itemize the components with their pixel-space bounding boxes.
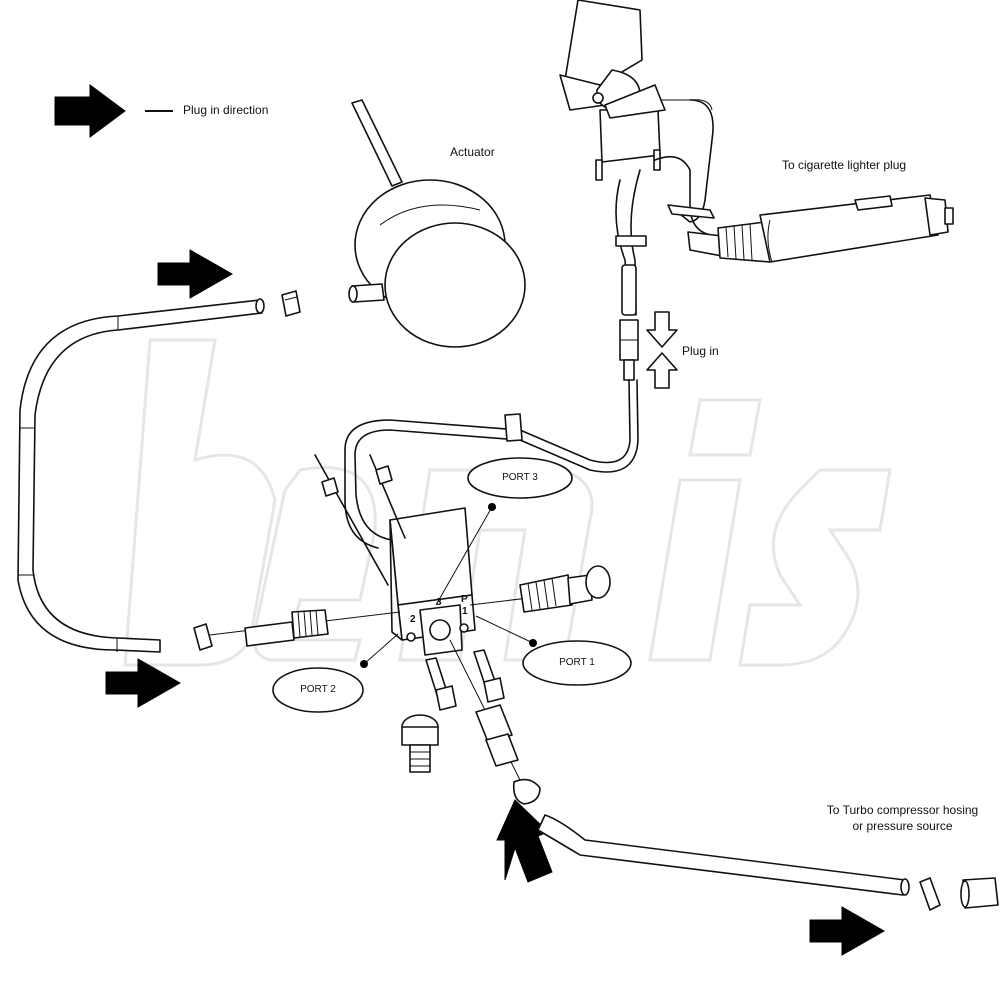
port3-label: PORT 3 xyxy=(502,472,538,483)
wire-switch-to-plug-a xyxy=(674,99,714,223)
block-number-3: 3 xyxy=(436,597,442,608)
cigarette-lighter-label: To cigarette lighter plug xyxy=(782,158,907,172)
turbo-label-line1: To Turbo compressor hosing xyxy=(826,803,979,817)
port1-callout-oval xyxy=(522,640,632,686)
valve-wire-left xyxy=(314,454,389,586)
plug-in-connector xyxy=(619,319,639,381)
valve-wire-right xyxy=(369,454,406,539)
turbo-fitting xyxy=(960,877,999,909)
actuator xyxy=(348,99,526,348)
port3-leader-dot xyxy=(488,503,496,511)
plug-arrow-turbo-icon xyxy=(809,906,886,956)
hose-u-shape xyxy=(17,298,265,653)
wire-terminal-left xyxy=(321,477,339,497)
block-number-1: 1 xyxy=(462,606,468,617)
cigarette-lighter-plug xyxy=(687,194,954,263)
actuator-label: Actuator xyxy=(450,145,495,159)
port1-fitting xyxy=(519,565,611,613)
hose-connector-top xyxy=(281,290,301,317)
wire-break-mark-lower xyxy=(504,413,523,442)
wire-terminal-right xyxy=(375,465,393,485)
wire-break-mark xyxy=(615,235,647,247)
bolt-loose xyxy=(401,714,439,773)
port3-leader-line xyxy=(435,506,493,606)
plug-arrow-hose-bottom-icon xyxy=(105,658,182,708)
legend-label: Plug in direction xyxy=(183,103,269,117)
wire-switch-down xyxy=(615,179,631,316)
mounting-bolt-right xyxy=(473,649,505,703)
turbo-hose-clamp xyxy=(919,877,941,911)
plug-arrow-turbo-hose-icon xyxy=(496,799,553,883)
inline-fuse xyxy=(621,264,637,316)
port2-leader-line xyxy=(363,633,399,665)
wire-switch-to-plug-b xyxy=(654,155,721,241)
plug-arrow-hose-top-icon xyxy=(157,249,234,299)
watermark-graphic xyxy=(123,338,892,667)
wire-loop-to-valve-2 xyxy=(354,379,639,541)
port2-callout-oval xyxy=(272,667,364,713)
plug-in-label: Plug in xyxy=(682,344,719,358)
port3-callout-oval xyxy=(467,457,573,499)
turbo-label-line2: or pressure source xyxy=(852,819,953,833)
legend-arrow-icon xyxy=(54,84,126,138)
port2-fitting xyxy=(244,609,329,647)
block-number-2: 2 xyxy=(410,614,416,625)
port3-fitting xyxy=(475,704,541,805)
plug-in-arrow-up-icon xyxy=(646,352,678,389)
block-letter-p: P xyxy=(461,594,468,605)
port1-label: PORT 1 xyxy=(559,657,595,668)
solenoid-valve xyxy=(389,507,476,656)
port2-hose-clamp xyxy=(193,623,213,651)
port2-leader-dot xyxy=(360,660,368,668)
port2-label: PORT 2 xyxy=(300,684,336,695)
turbo-hose xyxy=(537,814,910,896)
wire-switch-down-2 xyxy=(630,169,641,316)
wire-splice xyxy=(667,204,715,219)
mounting-bolt-left xyxy=(425,657,457,711)
plug-in-arrow-down-icon xyxy=(646,311,678,348)
port1-leader-dot xyxy=(529,639,537,647)
toggle-switch xyxy=(559,0,713,181)
port1-leader-line xyxy=(475,615,534,644)
wire-loop-to-valve xyxy=(344,379,631,549)
